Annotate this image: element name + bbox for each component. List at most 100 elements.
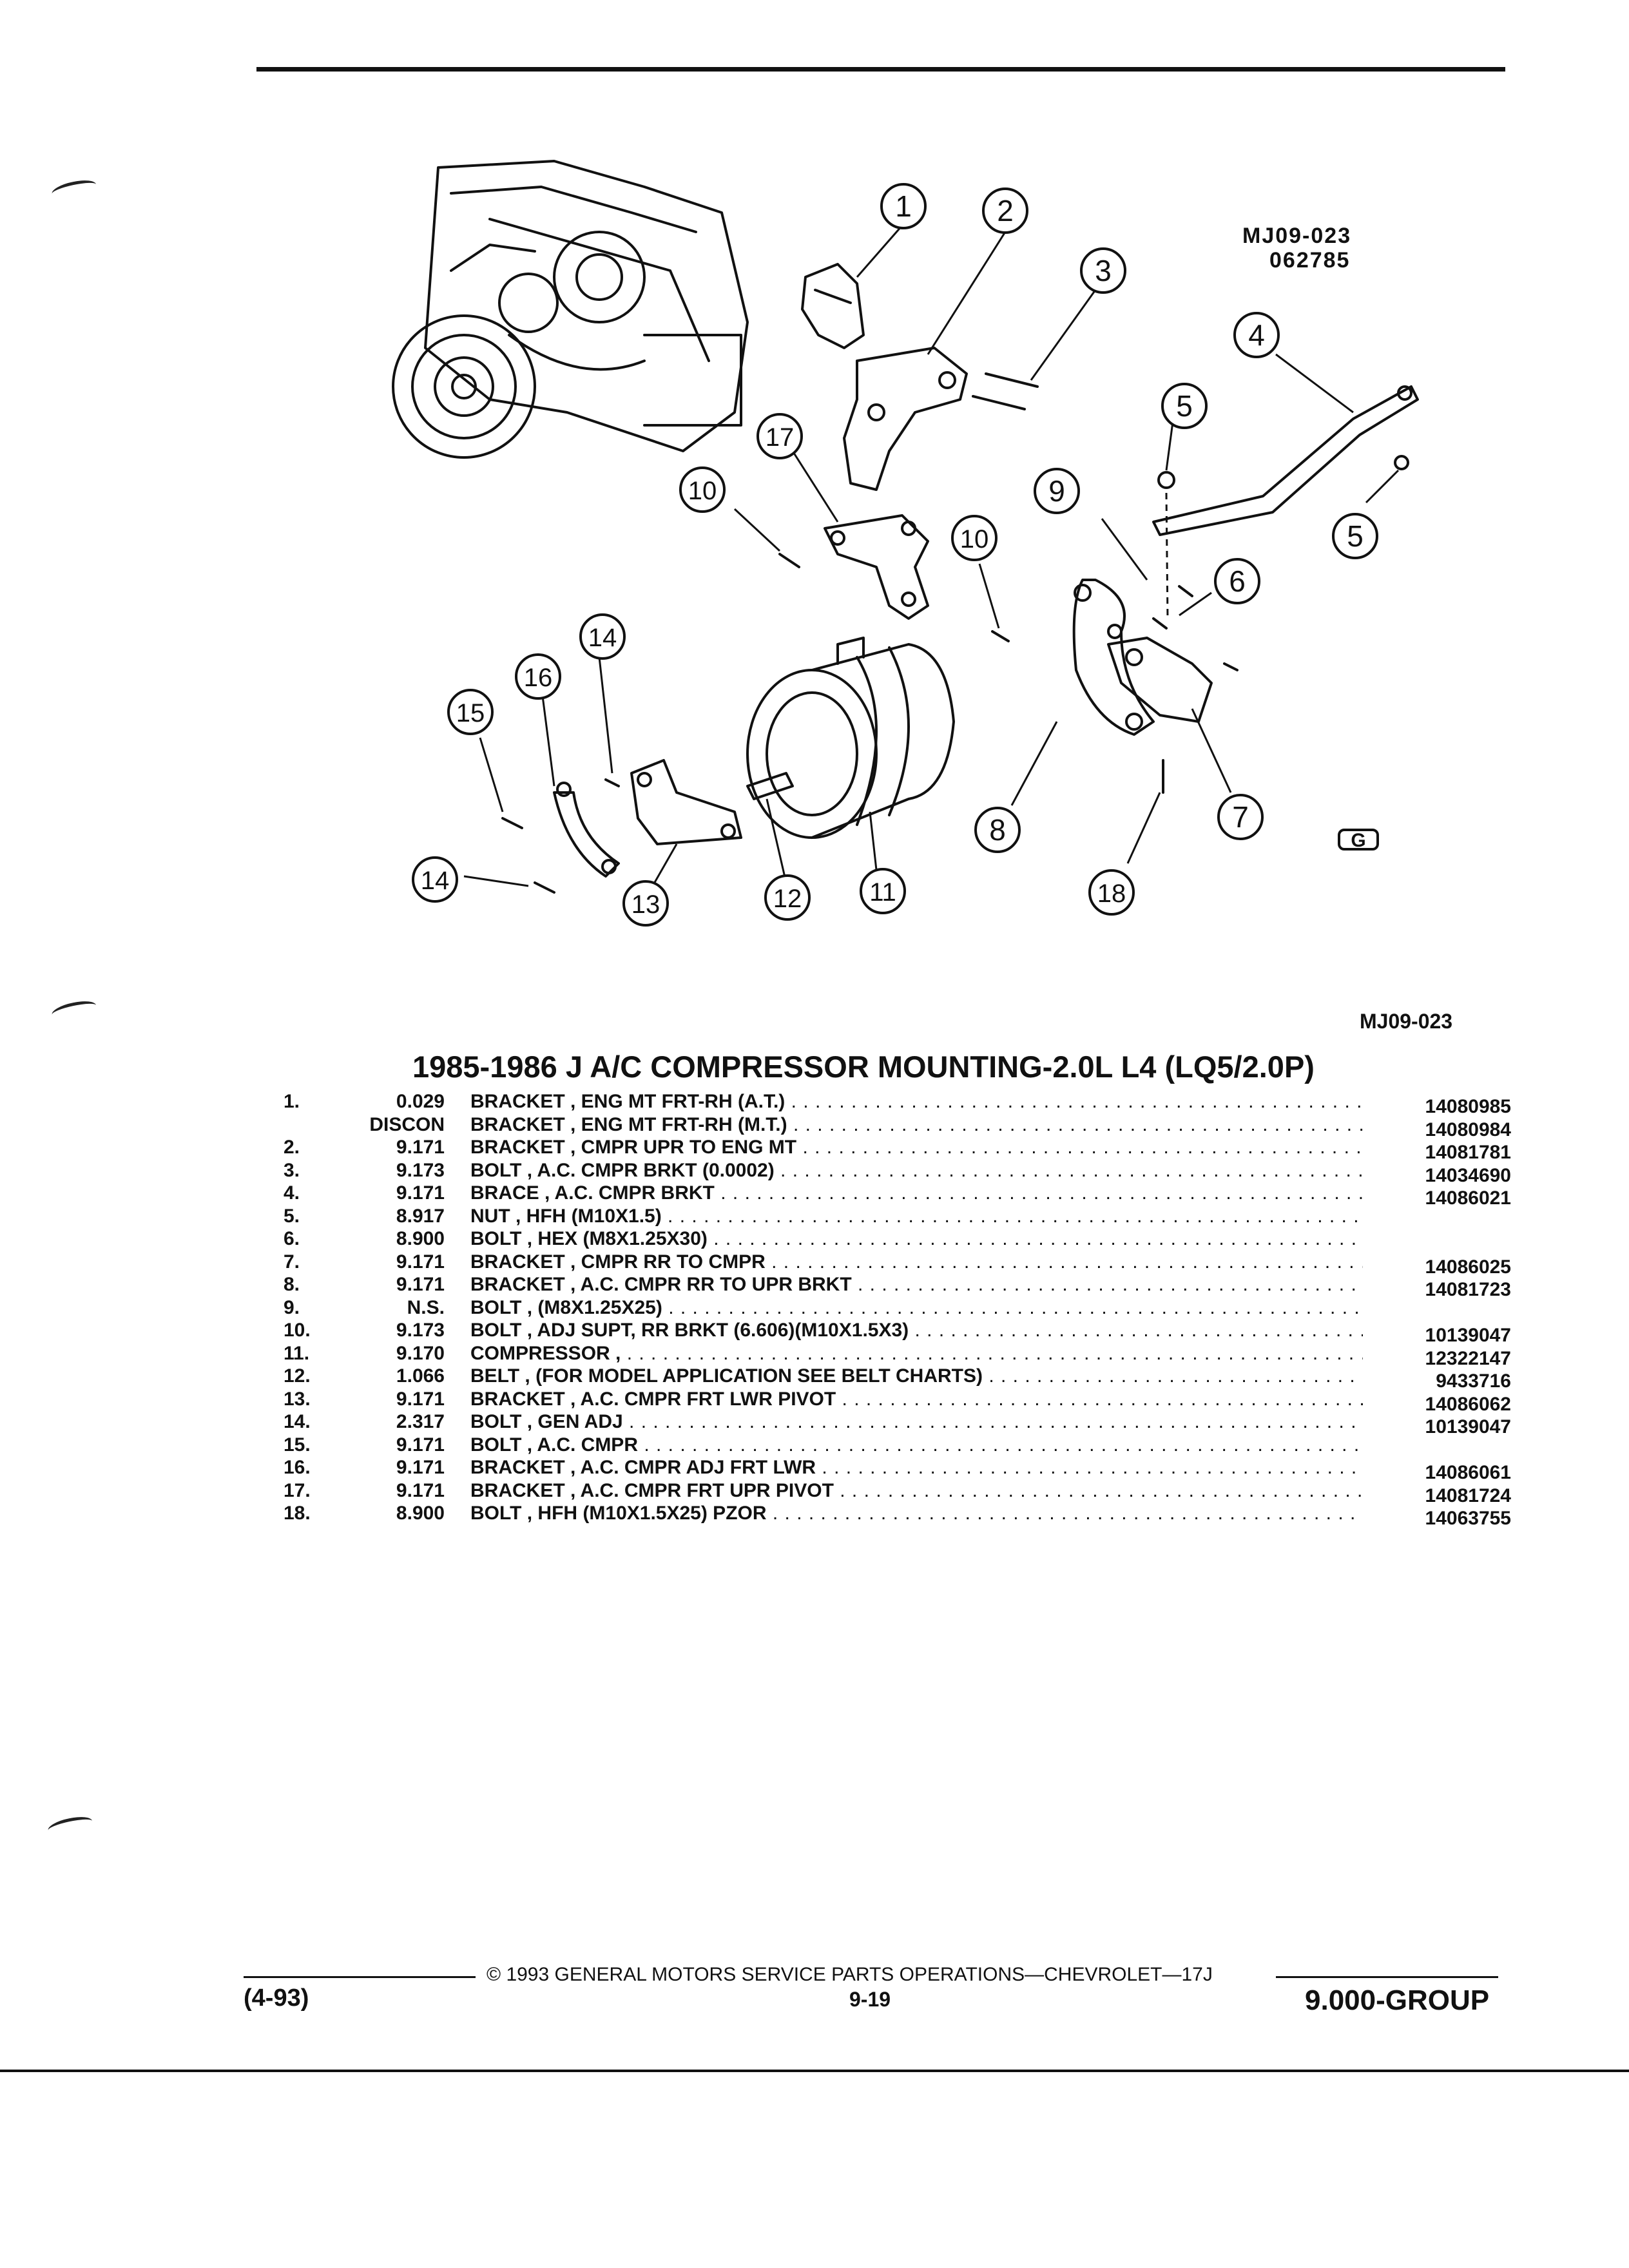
- engine-illustration: [392, 160, 749, 459]
- callout-12: 12: [764, 874, 811, 921]
- svg-text:11: 11: [869, 878, 896, 907]
- group-number: 9.171: [396, 1434, 445, 1456]
- group-number: 9.171: [396, 1274, 445, 1295]
- figure-id-line1: MJ09-023: [1242, 224, 1352, 248]
- footer-copyright: © 1993 GENERAL MOTORS SERVICE PARTS OPER…: [487, 1964, 1213, 1985]
- callout-15: 15: [447, 689, 494, 735]
- part-number-index: 13.: [284, 1388, 311, 1410]
- part-number: 14086021: [1425, 1187, 1511, 1209]
- page-title: 1985-1986 J A/C COMPRESSOR MOUNTING-2.0L…: [412, 1050, 1315, 1084]
- part-number-index: 17.: [284, 1479, 311, 1501]
- figure-id: MJ09-023 062785: [1242, 224, 1351, 273]
- callout-13: 13: [622, 880, 669, 927]
- part-number: 14034690: [1425, 1164, 1511, 1186]
- part-description: BRACKET , A.C. CMPR RR TO UPR BRKT: [470, 1273, 1363, 1296]
- parts-row: 9.N.S.BOLT , (M8X1.25X25): [284, 1296, 1511, 1320]
- part-description: BRACKET , A.C. CMPR ADJ FRT LWR: [470, 1456, 1363, 1479]
- callout-4: 4: [1233, 312, 1280, 358]
- svg-text:3: 3: [1095, 254, 1112, 287]
- part-number: 14086062: [1425, 1393, 1511, 1415]
- part-number: 10139047: [1425, 1325, 1511, 1346]
- part-16-bracket: [553, 782, 620, 878]
- part-number-index: 3.: [284, 1159, 300, 1181]
- part-number: 14086061: [1425, 1462, 1511, 1483]
- svg-text:7: 7: [1232, 800, 1249, 834]
- top-rule: [256, 67, 1505, 72]
- svg-text:15: 15: [456, 699, 485, 727]
- group-number: 8.917: [396, 1205, 445, 1227]
- part-number-index: 5.: [284, 1205, 300, 1227]
- part-description: BRACKET , ENG MT FRT-RH (A.T.): [470, 1090, 1363, 1113]
- part-number: 14081723: [1425, 1279, 1511, 1300]
- part-2-bracket: [843, 347, 968, 491]
- svg-text:G: G: [1351, 830, 1365, 851]
- footer-rule-left: [244, 1976, 476, 1978]
- callout-17: 17: [757, 413, 803, 459]
- part-number-index: 12.: [284, 1365, 311, 1387]
- svg-text:12: 12: [773, 885, 802, 913]
- callout-5b: 5: [1332, 513, 1378, 559]
- svg-text:16: 16: [524, 664, 553, 692]
- footer-group: 9.000-GROUP: [1305, 1984, 1490, 2016]
- binder-mark: [46, 1813, 94, 1838]
- part-number-index: 6.: [284, 1228, 300, 1249]
- parts-row: 14. 2.317 BOLT , GEN ADJ 10139047: [284, 1410, 1511, 1437]
- svg-text:2: 2: [997, 194, 1014, 227]
- part-number-index: 4.: [284, 1182, 300, 1204]
- group-number: 9.173: [396, 1159, 445, 1181]
- group-number: 9.171: [396, 1457, 445, 1478]
- part-number-index: 2.: [284, 1137, 300, 1158]
- svg-text:14: 14: [421, 867, 450, 895]
- parts-row: 7. 9.171 BRACKET , CMPR RR TO CMPR 14086025: [284, 1251, 1511, 1278]
- binder-mark: [50, 997, 98, 1023]
- part-7-bracket: [1107, 637, 1213, 723]
- part-description: BOLT , A.C. CMPR: [470, 1434, 1363, 1457]
- callout-10a: 10: [679, 466, 726, 513]
- part-number-index: 15.: [284, 1434, 311, 1456]
- callout-16: 16: [515, 653, 561, 700]
- part-17-bracket: [824, 514, 929, 620]
- part-description: COMPRESSOR ,: [470, 1342, 1363, 1365]
- part-number: 14081781: [1425, 1142, 1511, 1163]
- svg-text:6: 6: [1229, 564, 1246, 598]
- group-number: 9.171: [396, 1251, 445, 1273]
- part-description: BRACKET , A.C. CMPR FRT LWR PIVOT: [470, 1388, 1363, 1411]
- part-number-index: 14.: [284, 1411, 311, 1432]
- part-number: 14080984: [1425, 1119, 1511, 1140]
- corner-logo-icon: G: [1338, 829, 1379, 851]
- exploded-parts-diagram: 1 2 3 4 5 5 6 7 8 9 10 10 11 12 13 14 14…: [392, 160, 1419, 927]
- group-number: DISCON: [369, 1113, 445, 1135]
- part-number: 9433716: [1436, 1370, 1511, 1392]
- part-number: 10139047: [1425, 1416, 1511, 1437]
- part-number-index: 7.: [284, 1251, 300, 1273]
- parts-row: DISCON BRACKET , ENG MT FRT-RH (M.T.) 1408…: [284, 1113, 1511, 1140]
- svg-text:18: 18: [1097, 879, 1126, 908]
- part-description: BOLT , GEN ADJ: [470, 1410, 1363, 1434]
- group-number: 8.900: [396, 1503, 445, 1524]
- part-11-compressor: [746, 637, 955, 839]
- part-3-bolts: [972, 372, 1039, 410]
- part-description: BOLT , ADJ SUPT, RR BRKT (6.606)(M10X1.5…: [470, 1319, 1363, 1342]
- callout-6: 6: [1214, 558, 1260, 604]
- svg-text:13: 13: [631, 890, 660, 919]
- group-number: 8.900: [396, 1228, 445, 1249]
- group-number: 9.170: [396, 1342, 445, 1364]
- callout-7: 7: [1217, 794, 1264, 840]
- group-number: 2.317: [396, 1411, 445, 1432]
- svg-text:4: 4: [1248, 318, 1265, 352]
- callout-8: 8: [974, 807, 1021, 853]
- part-description: BRACKET , CMPR RR TO CMPR: [470, 1251, 1363, 1274]
- part-number-index: 16.: [284, 1457, 311, 1478]
- part-description: BRACKET , ENG MT FRT-RH (M.T.): [470, 1113, 1363, 1137]
- figure-reference: MJ09-023: [1360, 1010, 1453, 1033]
- figure-id-line2: 062785: [1269, 248, 1351, 273]
- part-number: 14086025: [1425, 1256, 1511, 1278]
- part-number-index: 18.: [284, 1503, 311, 1524]
- part-1-bracket: [801, 263, 865, 349]
